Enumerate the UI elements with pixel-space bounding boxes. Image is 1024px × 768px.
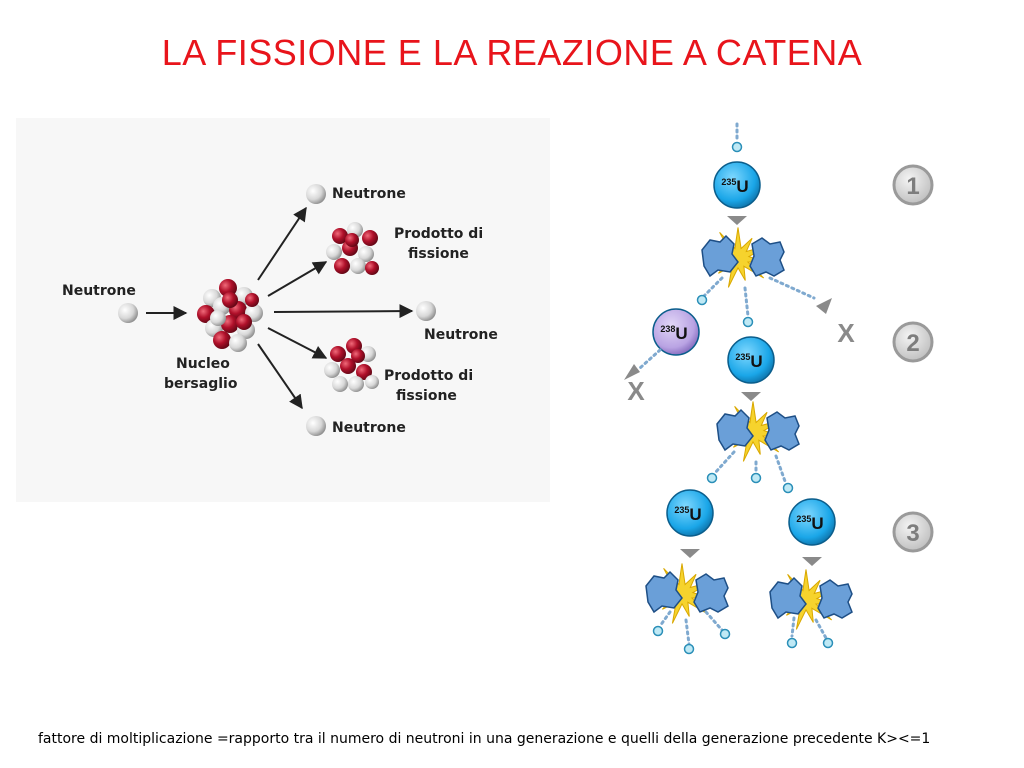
element-symbol: U (750, 352, 762, 371)
neutron-path (768, 276, 816, 300)
lost-neutron-mark-left: X (627, 376, 645, 406)
u235-nucleus-gen3-right-label: 235U (796, 514, 823, 533)
fission-fragment-left (769, 576, 807, 620)
down-arrow-icon (727, 216, 747, 225)
fission-product-top (326, 222, 379, 275)
u235-nucleus-gen1 (713, 161, 761, 209)
neutron-path (774, 454, 788, 486)
label-neutron-mid: Neutrone (424, 327, 498, 343)
u235-nucleus-gen2-label: 235U (735, 352, 762, 371)
arrow-to-product-top (267, 261, 328, 297)
mass-number: 235 (796, 514, 811, 524)
incoming-neutron (118, 303, 138, 323)
label-neutron-top: Neutrone (332, 186, 406, 202)
fission-fragment-left (645, 570, 683, 614)
fission-fragment-left (716, 408, 754, 452)
u238-nucleus-label: 238U (660, 324, 687, 343)
label-product-top-line2: fissione (408, 246, 469, 262)
label-product-top-line1: Prodotto di (394, 226, 483, 242)
fission-fragment-left (701, 234, 739, 278)
label-product-bottom-line1: Prodotto di (384, 368, 473, 384)
neutron-dot (742, 316, 754, 328)
generation-marker-2: 2 (892, 321, 934, 363)
neutron-path (743, 286, 750, 318)
generation-number-3: 3 (906, 520, 919, 547)
neutron-dot (719, 628, 731, 640)
neutron-path (814, 618, 828, 640)
neutron-mid (416, 301, 436, 321)
neutron-dot (696, 294, 708, 306)
neutron-dot (822, 637, 834, 649)
neutron-path (684, 618, 691, 646)
generation-marker-3: 3 (892, 511, 934, 553)
generation-number-1: 1 (906, 173, 919, 200)
lost-neutron-mark-right: X (837, 318, 855, 348)
label-nucleus-line2: bersaglio (164, 376, 238, 392)
neutron-top (306, 184, 326, 204)
arrow-to-neutron-mid (273, 304, 414, 319)
neutron-path (638, 348, 662, 370)
u235-nucleus-gen1-label: 235U (721, 177, 748, 196)
label-nucleus-line1: Nucleo (176, 356, 230, 372)
generation-number-2: 2 (906, 330, 919, 357)
u235-nucleus-gen3-left (666, 489, 714, 537)
fission-diagram-panel (16, 118, 550, 502)
neutron-dot (786, 637, 798, 649)
neutron-path (704, 610, 724, 632)
arrow-to-neutron-bottom (257, 343, 303, 410)
label-neutron-in: Neutrone (62, 283, 136, 299)
u235-nucleus-gen3-right (788, 498, 836, 546)
neutron-path (658, 610, 672, 628)
down-arrow-icon (741, 392, 761, 401)
neutron-bottom (306, 416, 326, 436)
target-nucleus (197, 279, 263, 352)
neutron-dot (706, 472, 718, 484)
down-arrow-icon (802, 557, 822, 566)
arrow-to-neutron-top (257, 206, 307, 281)
mass-number: 235 (721, 177, 736, 187)
fission-fragment-right (749, 237, 785, 277)
element-symbol: U (811, 514, 823, 533)
mass-number: 235 (674, 505, 689, 515)
down-arrow-icon (680, 549, 700, 558)
mass-number: 235 (735, 352, 750, 362)
fission-fragment-right (764, 411, 800, 451)
u235-nucleus-gen3-left-label: 235U (674, 505, 701, 524)
neutron-dot (782, 482, 794, 494)
neutron-path (790, 616, 796, 638)
neutron-dot (750, 472, 762, 484)
element-symbol: U (689, 505, 701, 524)
lost-arrow-icon (816, 298, 832, 314)
u238-nucleus (652, 308, 700, 356)
page-title: LA FISSIONE E LA REAZIONE A CATENA (161, 32, 863, 73)
label-product-bottom-line2: fissione (396, 388, 457, 404)
caption-text: fattore di moltiplicazione =rapporto tra… (38, 731, 931, 747)
neutron-dot (652, 625, 664, 637)
neutron-dot (731, 141, 743, 153)
neutron-path (702, 276, 724, 298)
fission-product-bottom (324, 338, 379, 392)
left-fission-diagram: Neutrone Nucleo bersaglio Neutrone Prodo… (62, 184, 498, 436)
u235-nucleus-gen2 (727, 336, 775, 384)
generation-marker-1: 1 (892, 164, 934, 206)
mass-number: 238 (660, 324, 675, 334)
fission-fragment-right (693, 573, 729, 613)
neutron-path (712, 450, 736, 476)
label-neutron-bottom: Neutrone (332, 420, 406, 436)
fission-fragment-right (817, 579, 853, 619)
arrow-to-product-bottom (267, 327, 328, 359)
element-symbol: U (736, 177, 748, 196)
neutron-dot (683, 643, 695, 655)
lost-arrow-icon (624, 364, 640, 380)
element-symbol: U (675, 324, 687, 343)
